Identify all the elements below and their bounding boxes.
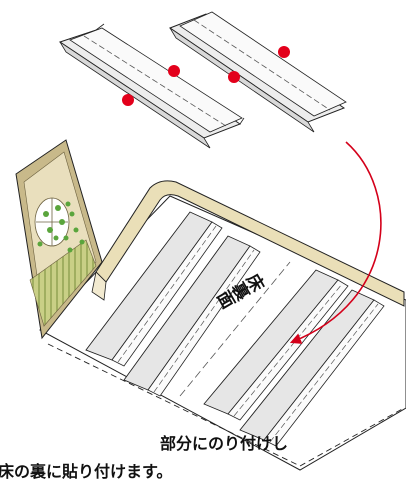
glued-strip-2 xyxy=(123,235,261,397)
curved-arrow-icon xyxy=(289,141,382,344)
caption-line-1: 部分にのり付けし xyxy=(160,434,289,453)
strip-right xyxy=(168,11,347,133)
round-window xyxy=(34,197,85,253)
wall-panel xyxy=(15,139,103,340)
glue-dot-icon xyxy=(168,65,180,77)
caption-line-2: 床の裏に貼り付けます。 xyxy=(0,462,173,481)
glued-strip-3 xyxy=(203,269,349,421)
glue-dot-icon xyxy=(228,71,240,83)
strip-left xyxy=(58,23,245,149)
glued-strip-4 xyxy=(239,289,385,447)
glue-dot-icon xyxy=(278,46,290,58)
floor-underside xyxy=(39,180,406,471)
glued-strip-1 xyxy=(85,211,223,367)
glue-dot-icon xyxy=(122,94,134,106)
